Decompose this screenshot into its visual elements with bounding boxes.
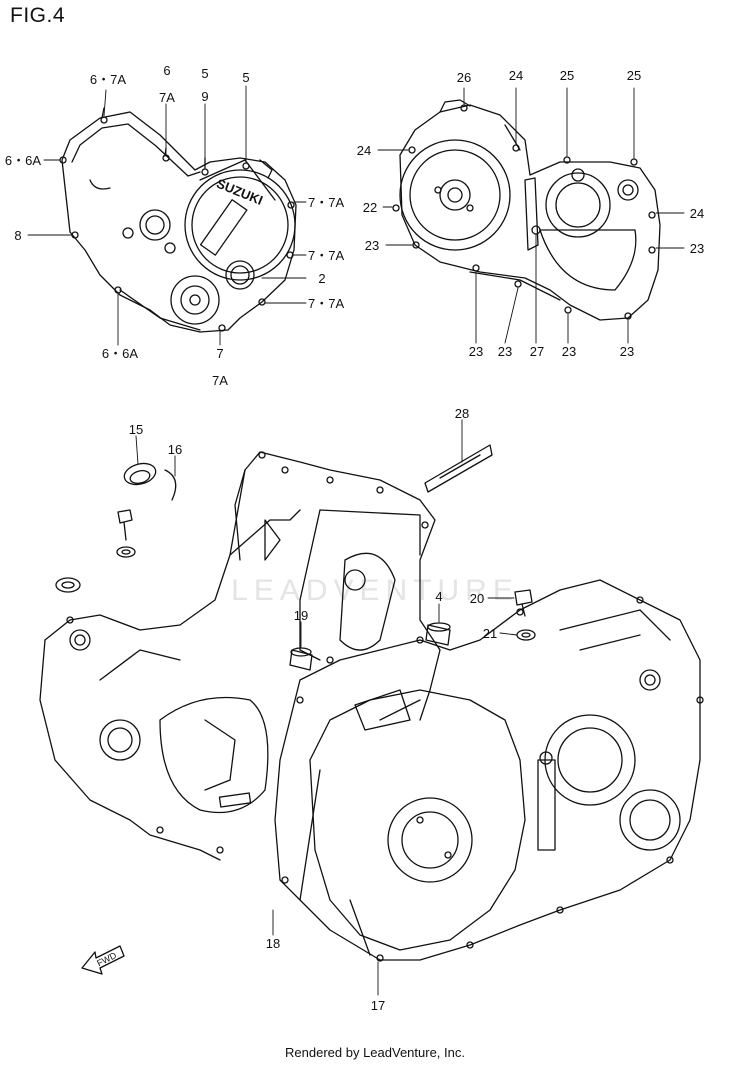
callout-label: 28 <box>455 406 469 421</box>
callout-labels: 6・7A 6 7A 5 9 5 6・6A 8 7・7A 7・7A 2 7・7A … <box>5 63 704 1013</box>
callout-label: 2 <box>318 271 325 286</box>
crankcase <box>39 451 704 962</box>
callout-label: 25 <box>560 68 574 83</box>
loose-parts <box>55 444 536 975</box>
callout-label: 21 <box>483 626 497 641</box>
callout-label: 6・6A <box>102 346 138 361</box>
callout-label: 7 <box>216 346 223 361</box>
callout-label: 17 <box>371 998 385 1013</box>
callout-label: 5 <box>242 70 249 85</box>
callout-label: 18 <box>266 936 280 951</box>
callout-label: 6 <box>163 63 170 78</box>
callout-label: 23 <box>562 344 576 359</box>
callout-label: 15 <box>129 422 143 437</box>
callout-label: 23 <box>498 344 512 359</box>
callout-label: 24 <box>690 206 704 221</box>
callout-label: 23 <box>469 344 483 359</box>
callout-label: 6・6A <box>5 153 41 168</box>
callout-label: 9 <box>201 89 208 104</box>
callout-label: 7・7A <box>308 296 344 311</box>
callout-label: 5 <box>201 66 208 81</box>
figure-title: FIG.4 <box>10 4 66 27</box>
clutch-cover: SUZUKI <box>59 107 297 333</box>
callout-label: 23 <box>365 238 379 253</box>
callout-label: 24 <box>357 143 371 158</box>
fwd-tag: FWD <box>95 950 118 968</box>
callout-label: 8 <box>14 228 21 243</box>
callout-label: 6・7A <box>90 72 126 87</box>
magneto-cover <box>392 99 661 321</box>
callout-label: 22 <box>363 200 377 215</box>
left-leaders <box>27 85 307 346</box>
crankcase-leaders <box>135 419 518 996</box>
callout-label: 7・7A <box>308 248 344 263</box>
callout-label: 27 <box>530 344 544 359</box>
callout-label: 4 <box>435 589 442 604</box>
callout-label: 7A <box>212 373 228 388</box>
callout-label: 16 <box>168 442 182 457</box>
callout-label: 7・7A <box>308 195 344 210</box>
callout-label: 25 <box>627 68 641 83</box>
callout-label: 20 <box>470 591 484 606</box>
footer-credit: Rendered by LeadVenture, Inc. <box>285 1045 465 1060</box>
callout-label: 24 <box>509 68 523 83</box>
callout-label: 23 <box>620 344 634 359</box>
callout-label: 7A <box>159 90 175 105</box>
callout-label: 19 <box>294 608 308 623</box>
callout-label: 23 <box>690 241 704 256</box>
callout-label: 26 <box>457 70 471 85</box>
watermark: LEADVENTURE <box>231 574 519 607</box>
right-leaders <box>377 87 685 344</box>
